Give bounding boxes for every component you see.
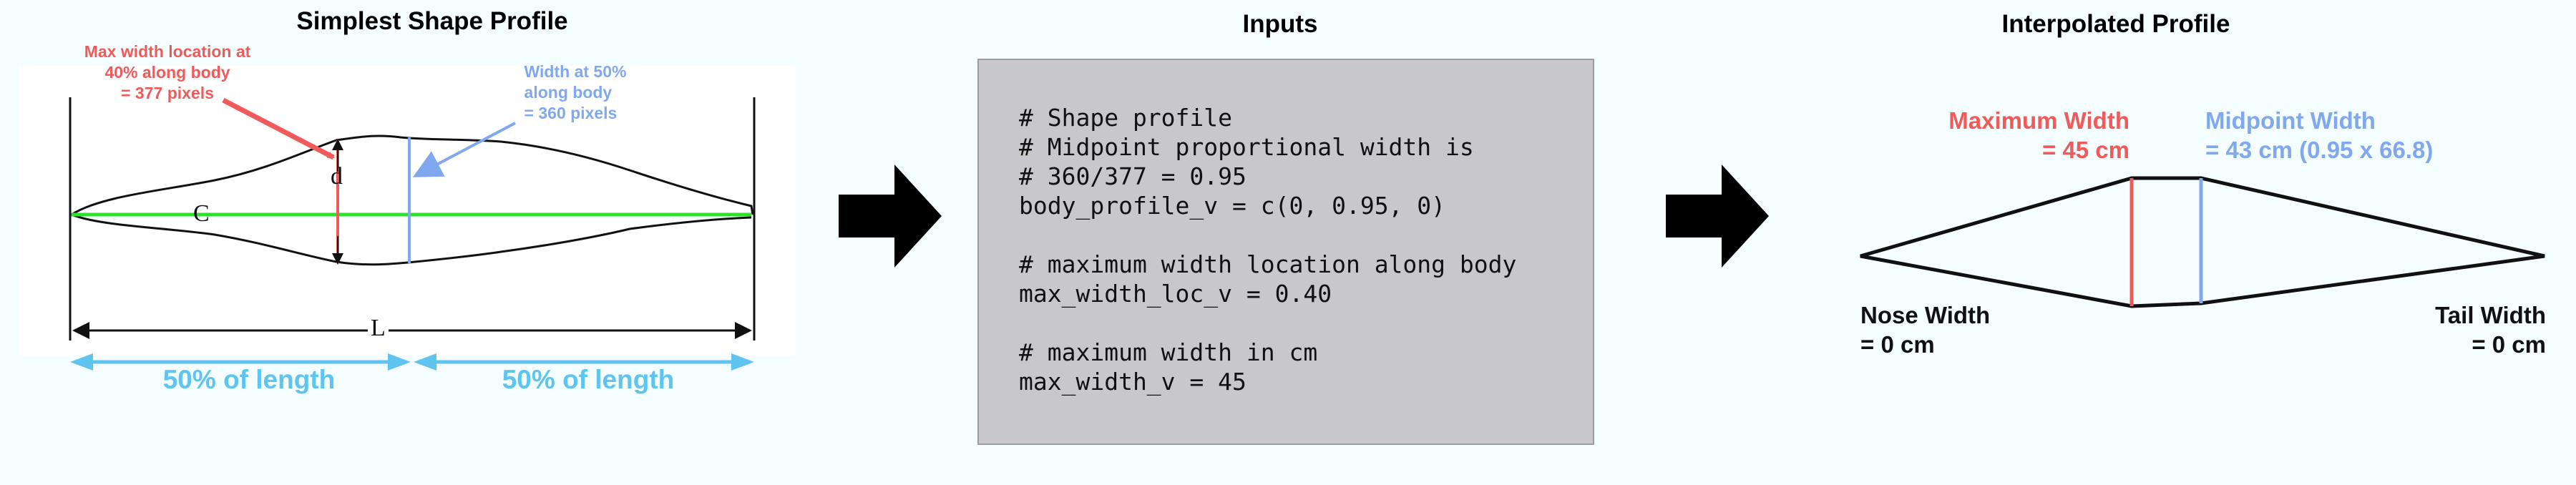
mid-width-callout-arrow	[412, 122, 516, 177]
maximum-width-label: Maximum Width = 45 cm	[1948, 107, 2129, 163]
flow-arrow-2	[1666, 165, 1769, 268]
mid-width-note: Width at 50% along body = 360 pixels	[524, 62, 627, 122]
sketch-label-d: d	[331, 163, 343, 190]
sketch-label-l: L	[368, 315, 389, 342]
code-line: body_profile_v = c(0, 0.95, 0)	[1019, 192, 1446, 220]
half-length-arrow-right	[414, 353, 754, 371]
half-length-label-left: 50% of length	[162, 365, 336, 394]
half-length-label-right: 50% of length	[502, 365, 675, 394]
max-width-location-note: Max width location at 40% along body = 3…	[84, 42, 251, 102]
shape-sketch-background	[19, 66, 796, 356]
panel-title-inputs: Inputs	[1242, 10, 1318, 38]
panel-title-interpolated-profile: Interpolated Profile	[2001, 10, 2230, 38]
tail-width-label: Tail Width = 0 cm	[2435, 302, 2546, 358]
code-line: # 360/377 = 0.95	[1019, 162, 1246, 190]
code-line	[1019, 308, 1593, 338]
code-line: # maximum width in cm	[1019, 338, 1318, 366]
body-outline	[71, 134, 754, 266]
code-line	[1019, 220, 1593, 250]
code-line: max_width_loc_v = 0.40	[1019, 280, 1332, 308]
max-width-callout-arrow	[222, 97, 335, 160]
code-line: # maximum width location along body	[1019, 250, 1517, 278]
sketch-label-c: C	[193, 200, 210, 227]
panel-title-shape-profile: Simplest Shape Profile	[296, 7, 568, 35]
nose-width-label: Nose Width = 0 cm	[1860, 302, 1991, 358]
inputs-code-block: # Shape profile # Midpoint proportional …	[977, 59, 1594, 445]
code-line: # Midpoint proportional width is	[1019, 133, 1474, 161]
code-line: # Shape profile	[1019, 104, 1233, 132]
code-line: max_width_v = 45	[1019, 368, 1246, 396]
half-length-arrow-left	[70, 353, 411, 371]
flow-arrow-1	[839, 165, 942, 268]
midpoint-width-label: Midpoint Width = 43 cm (0.95 x 66.8)	[2205, 107, 2434, 163]
